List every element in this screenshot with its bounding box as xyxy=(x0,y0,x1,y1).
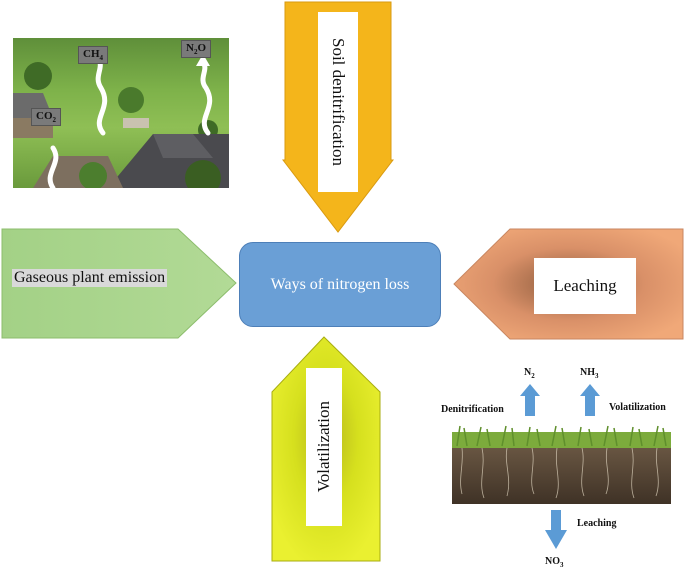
n2-label: N2 xyxy=(524,367,535,380)
soil-denitrification-label: Soil denitrification xyxy=(329,38,348,166)
gaseous-plant-emission-label-box: Gaseous plant emission xyxy=(12,263,192,293)
nh3-label: NH3 xyxy=(580,367,599,380)
landscape-scene xyxy=(13,50,229,188)
leaching-label: Leaching xyxy=(534,258,636,314)
nh3-up-arrow xyxy=(580,384,600,416)
volatilization-label-box: Volatilization xyxy=(306,368,342,526)
soil-flow-arrows xyxy=(520,384,600,549)
soil-denitrification-label-box: Soil denitrification xyxy=(318,12,358,192)
n2o-tag: N2O xyxy=(181,40,212,59)
denitrification-label: Denitrification xyxy=(441,404,504,415)
n2-up-arrow xyxy=(520,384,540,416)
volatilization-soil-label: Volatilization xyxy=(609,402,666,413)
center-node-label: Ways of nitrogen loss xyxy=(270,275,410,293)
co2-tag: CO2 xyxy=(31,108,61,127)
no3-down-arrow xyxy=(545,510,567,549)
landscape-photo: CH4 N2O CO2 xyxy=(13,38,229,188)
soil-cross-section-photo xyxy=(452,424,671,504)
volatilization-label: Volatilization xyxy=(314,401,333,493)
no3-label: NO3 xyxy=(545,556,564,569)
leaching-soil-label: Leaching xyxy=(577,518,617,529)
center-node: Ways of nitrogen loss xyxy=(239,242,441,327)
ch4-tag: CH4 xyxy=(78,46,108,65)
soil-cross-section-illustration xyxy=(452,425,671,504)
gaseous-plant-emission-label: Gaseous plant emission xyxy=(12,269,168,287)
